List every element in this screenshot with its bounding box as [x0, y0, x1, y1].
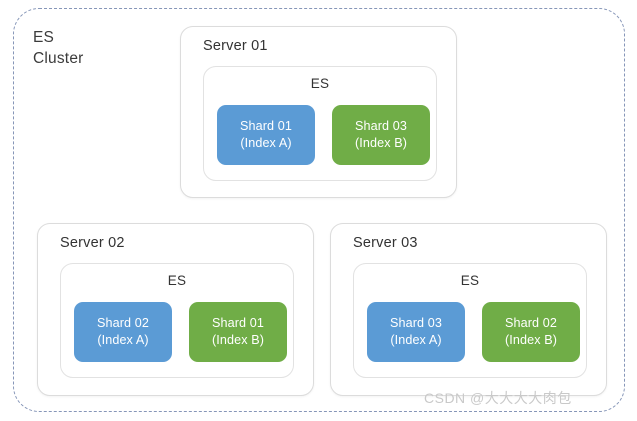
shard-name: Shard 02 [505, 316, 557, 330]
shard-chip-server03-index-a: Shard 03 (Index A) [367, 302, 465, 362]
shard-index: (Index B) [212, 333, 264, 347]
shard-chip-server03-index-b: Shard 02 (Index B) [482, 302, 580, 362]
es-node-label-02: ES [167, 273, 187, 288]
shard-index: (Index B) [505, 333, 557, 347]
shard-chip-server01-index-b: Shard 03 (Index B) [332, 105, 430, 165]
shard-name: Shard 03 [390, 316, 442, 330]
es-node-card-03: ES Shard 03 (Index A) Shard 02 (Index B) [353, 263, 587, 378]
es-cluster-boundary [13, 8, 625, 412]
shard-chip-server02-index-a: Shard 02 (Index A) [74, 302, 172, 362]
shard-index: (Index A) [390, 333, 442, 347]
es-node-label-01: ES [310, 76, 330, 91]
watermark: CSDN @大大大大肉包 [424, 390, 572, 406]
shard-name: Shard 01 [212, 316, 264, 330]
es-cluster-label: ES Cluster [33, 29, 84, 67]
shard-index: (Index A) [97, 333, 149, 347]
server-card-03: Server 03 ES Shard 03 (Index A) Shard 02… [330, 223, 607, 396]
shard-name: Shard 01 [240, 119, 292, 133]
shard-chip-server01-index-a: Shard 01 (Index A) [217, 105, 315, 165]
server-title-03: Server 03 [353, 235, 418, 251]
es-node-card-01: ES Shard 01 (Index A) Shard 03 (Index B) [203, 66, 437, 181]
server-title-01: Server 01 [203, 38, 268, 54]
shard-name: Shard 03 [355, 119, 407, 133]
server-title-02: Server 02 [60, 235, 125, 251]
shard-name: Shard 02 [97, 316, 149, 330]
es-node-label-03: ES [460, 273, 480, 288]
es-node-card-02: ES Shard 02 (Index A) Shard 01 (Index B) [60, 263, 294, 378]
shard-index: (Index A) [240, 136, 292, 150]
server-card-01: Server 01 ES Shard 01 (Index A) Shard 03… [180, 26, 457, 198]
server-card-02: Server 02 ES Shard 02 (Index A) Shard 01… [37, 223, 314, 396]
shard-chip-server02-index-b: Shard 01 (Index B) [189, 302, 287, 362]
shard-index: (Index B) [355, 136, 407, 150]
